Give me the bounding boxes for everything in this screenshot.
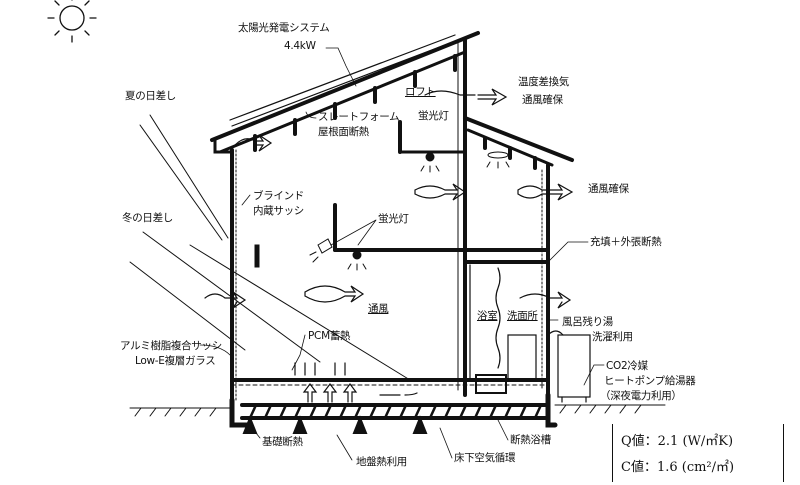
bath-water-label-1: 風呂残り湯 [562, 316, 613, 328]
ventilation-top-label: 通風確保 [522, 94, 563, 106]
heat-pump-unit [547, 330, 591, 403]
heatpump-label-2: ヒートポンプ給湯器 [604, 375, 696, 387]
ventilation-mid-label: 通風確保 [588, 183, 629, 195]
blind-sash-label-1: ブラインド [253, 190, 304, 202]
ground-line [129, 404, 666, 417]
main-roof [210, 31, 480, 154]
fluorescent-loft-label: 蛍光灯 [418, 110, 449, 122]
sun-icon [47, 0, 97, 43]
pcm-label: PCM蓄熱 [308, 330, 351, 342]
heatpump-label-1: CO2冷媒 [606, 360, 648, 372]
foundation-insulation-label: 基礎断熱 [262, 436, 303, 448]
insulated-tub-label: 断熱浴槽 [510, 434, 551, 446]
lower-roof [463, 116, 574, 170]
slate-form-label: スレートフォーム [318, 111, 400, 123]
bath-water-label-2: 洗濯利用 [592, 331, 633, 343]
c-value: C値：1.6 (cm²/㎡) [621, 460, 735, 475]
heatpump-label-3: （深夜電力利用） [600, 390, 682, 402]
ground-heat-label: 地盤熱利用 [356, 456, 407, 468]
underfloor-air-label: 床下空気循環 [454, 452, 516, 464]
bathroom-label: 浴室 [477, 310, 498, 322]
loft-label: ロフト [405, 86, 436, 98]
sash-label-1: アルミ樹脂複合サッシ [120, 340, 222, 352]
temp-diff-vent-label: 温度差換気 [518, 76, 569, 88]
airflow-label: 通風 [368, 303, 389, 315]
performance-spec-box: Q値：2.1 (W/㎡K) C値：1.6 (cm²/㎡) [612, 424, 784, 482]
washroom-label: 洗面所 [507, 310, 538, 322]
fluorescent-2f-label: 蛍光灯 [378, 213, 409, 225]
blind-sash-label-2: 内蔵サッシ [253, 205, 304, 217]
bathroom-fixtures [469, 264, 537, 394]
floors [230, 120, 550, 386]
winter-sun-label: 冬の日差し [122, 212, 173, 224]
walls [230, 38, 550, 402]
summer-sun-label: 夏の日差し [125, 90, 176, 102]
fill-external-insulation-label: 充填＋外張断熱 [590, 236, 662, 248]
solar-system-label: 太陽光発電システム [238, 22, 330, 34]
solar-capacity-label: 4.4kW [284, 40, 316, 52]
summer-sun-rays [139, 114, 229, 241]
roof-insulation-label: 屋根面断熱 [318, 126, 369, 138]
airflow-arrows [204, 88, 574, 403]
sash-label-2: Low-E複層ガラス [135, 355, 216, 367]
fluorescent-lights [309, 151, 510, 271]
foundation [229, 392, 558, 434]
q-value: Q値：2.1 (W/㎡K) [621, 434, 734, 449]
leader-lines [199, 47, 605, 461]
